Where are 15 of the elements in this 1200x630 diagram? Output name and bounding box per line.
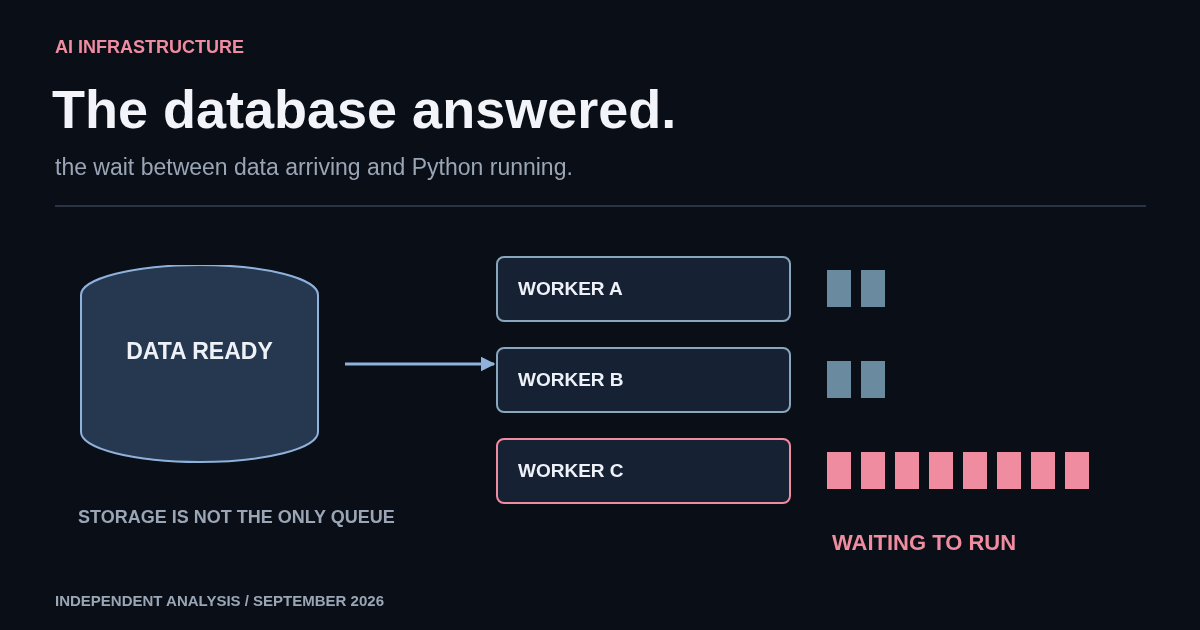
node-label: WORKER A bbox=[518, 278, 623, 300]
worker-box bbox=[496, 256, 791, 322]
node-label: WORKER C bbox=[518, 460, 624, 482]
worker-box bbox=[496, 438, 791, 504]
database-cylinder bbox=[80, 265, 319, 463]
title: The database answered. bbox=[52, 78, 677, 140]
arrow bbox=[345, 356, 496, 372]
worker-box bbox=[496, 347, 791, 413]
subtitle: the wait between data arriving and Python running. bbox=[55, 154, 573, 181]
node-label: DATA READY bbox=[125, 338, 274, 365]
section-label: AI INFRASTRUCTURE bbox=[55, 37, 244, 58]
queue-label: WAITING TO RUN bbox=[832, 530, 1017, 556]
node-label: WORKER B bbox=[518, 369, 624, 391]
node-caption: STORAGE IS NOT THE ONLY QUEUE bbox=[78, 507, 395, 528]
footer-text: INDEPENDENT ANALYSIS / SEPTEMBER 2026 bbox=[55, 592, 384, 609]
